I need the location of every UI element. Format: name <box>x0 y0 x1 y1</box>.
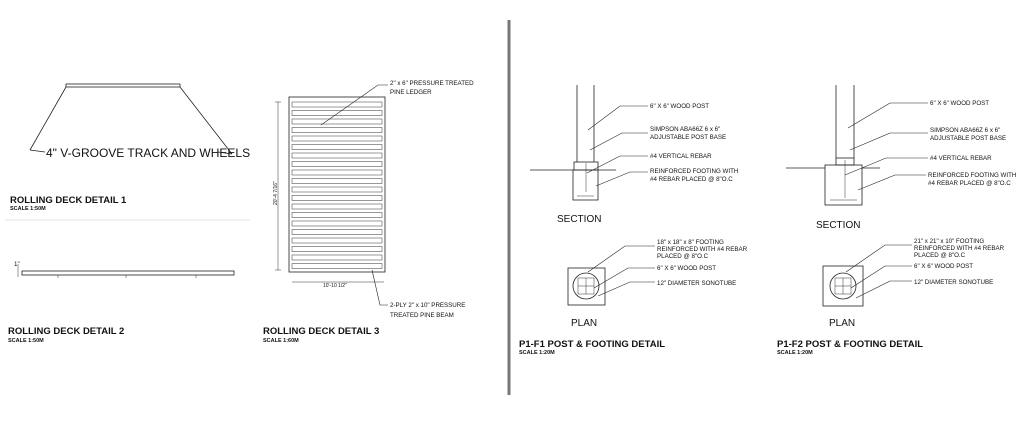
height-dim: 20'-4 7/16" <box>273 181 279 205</box>
right-slope <box>179 86 233 155</box>
svg-text:12" DIAMETER SONOTUBE: 12" DIAMETER SONOTUBE <box>914 279 993 286</box>
svg-text:PLACED @ 8"O.C: PLACED @ 8"O.C <box>914 252 966 259</box>
svg-text:PLACED @ 8"O.C: PLACED @ 8"O.C <box>657 253 709 260</box>
svg-text:18" x 18" x 8" FOOTING: 18" x 18" x 8" FOOTING <box>657 239 724 246</box>
svg-text:PINE LEDGER: PINE LEDGER <box>390 89 432 96</box>
detail-title: P1-F1 POST & FOOTING DETAIL <box>519 339 665 350</box>
height-dim: 1" <box>14 261 20 268</box>
deck-board <box>291 118 383 125</box>
deck-board <box>291 229 383 235</box>
deck-frame <box>288 96 386 273</box>
svg-text:SIMPSON ABA66Z 6 x 6": SIMPSON ABA66Z 6 x 6" <box>930 127 1000 134</box>
detail-scale: SCALE 1:20M <box>777 350 813 356</box>
rolling-deck-detail-2: 1" ROLLING DECK DETAIL 2 SCALE 1:50M <box>8 261 235 344</box>
sonotube-circle <box>829 272 857 300</box>
deck-board <box>291 161 383 167</box>
svg-text:REINFORCED FOOTING WITH: REINFORCED FOOTING WITH <box>650 168 738 175</box>
detail-title: P1-F2 POST & FOOTING DETAIL <box>777 339 923 350</box>
svg-text:TREATED PINE BEAM: TREATED PINE BEAM <box>390 312 454 319</box>
deck-board <box>291 101 383 108</box>
deck-board <box>291 169 383 176</box>
detail-scale: SCALE 1:60M <box>263 338 299 344</box>
deck-board <box>291 195 383 201</box>
svg-text:12" DIAMETER SONOTUBE: 12" DIAMETER SONOTUBE <box>657 280 736 287</box>
ledger-note: 2" x 6" PRESSURE TREATED <box>390 80 474 87</box>
beam-note: 2-PLY 2" x 10" PRESSURE <box>390 302 465 309</box>
sonotube-circle <box>572 272 600 300</box>
width-dim: 10'-10 1/2" <box>323 283 347 289</box>
deck-edge <box>65 83 181 88</box>
section-label: SECTION <box>816 220 860 231</box>
svg-text:6" X 6" WOOD POST: 6" X 6" WOOD POST <box>930 100 989 107</box>
deck-board <box>291 254 383 261</box>
footing-plan <box>822 265 864 307</box>
joists <box>291 101 383 269</box>
deck-board <box>291 246 383 252</box>
deck-board <box>291 237 383 244</box>
left-slope <box>29 86 67 151</box>
detail-title: ROLLING DECK DETAIL 1 <box>10 195 127 206</box>
svg-text:6" X 6" WOOD POST: 6" X 6" WOOD POST <box>650 103 709 110</box>
svg-text:REINFORCED WITH #4 REBAR: REINFORCED WITH #4 REBAR <box>914 245 1005 252</box>
svg-text:#4 REBAR PLACED @ 8"O.C: #4 REBAR PLACED @ 8"O.C <box>650 176 733 183</box>
beam-leader <box>371 269 388 306</box>
post-footing-detail-f2: SECTION 6" X 6" WOOD POST SIMPSON ABA66Z… <box>777 85 1016 356</box>
deck-board <box>291 186 383 193</box>
svg-text:#4 VERTICAL REBAR: #4 VERTICAL REBAR <box>650 153 712 160</box>
svg-text:REINFORCED FOOTING WITH: REINFORCED FOOTING WITH <box>928 172 1016 179</box>
svg-text:ADJUSTABLE POST BASE: ADJUSTABLE POST BASE <box>930 135 1006 142</box>
deck-board <box>291 203 383 210</box>
svg-text:6" X 6" WOOD POST: 6" X 6" WOOD POST <box>657 265 716 272</box>
deck-board <box>291 178 383 184</box>
deck-board <box>291 135 383 142</box>
footing <box>572 169 599 201</box>
svg-text:21" x 21" x 10" FOOTING: 21" x 21" x 10" FOOTING <box>914 238 984 245</box>
svg-text:#4 VERTICAL REBAR: #4 VERTICAL REBAR <box>930 155 992 162</box>
deck-board <box>291 144 383 150</box>
detail-scale: SCALE 1:50M <box>8 338 44 344</box>
ledger-leader <box>320 84 388 126</box>
section-label: SECTION <box>557 214 601 225</box>
track-note: 4" V-GROOVE TRACK AND WHEELS <box>46 146 250 160</box>
plan-label: PLAN <box>829 318 855 329</box>
deck-board <box>291 152 383 159</box>
deck-board <box>291 127 383 133</box>
rolling-deck-detail-1: 4" V-GROOVE TRACK AND WHEELS ROLLING DEC… <box>10 83 250 212</box>
detail-title: ROLLING DECK DETAIL 3 <box>263 326 379 337</box>
detail-scale: SCALE 1:50M <box>10 206 46 212</box>
rolling-deck-detail-3: 20'-4 7/16" 10'-10 1/2" 2" x 6" PRESSURE… <box>263 80 474 344</box>
deck-board <box>291 220 383 227</box>
deck-board <box>291 110 383 116</box>
footing-plan <box>567 267 606 306</box>
detail-scale: SCALE 1:20M <box>519 350 555 356</box>
svg-text:SIMPSON ABA66Z 6 x 6": SIMPSON ABA66Z 6 x 6" <box>650 126 720 133</box>
detail-title: ROLLING DECK DETAIL 2 <box>8 326 124 337</box>
svg-text:6" X 6" WOOD POST: 6" X 6" WOOD POST <box>914 263 973 270</box>
svg-text:REINFORCED WITH #4 REBAR: REINFORCED WITH #4 REBAR <box>657 246 748 253</box>
svg-text:#4 REBAR PLACED @ 8"O.C: #4 REBAR PLACED @ 8"O.C <box>928 180 1011 187</box>
post-footing-detail-f1: SECTION 6" X 6" WOOD POST SIMPSON ABA66Z… <box>519 85 748 356</box>
plan-label: PLAN <box>571 318 597 329</box>
svg-text:ADJUSTABLE POST BASE: ADJUSTABLE POST BASE <box>650 134 726 141</box>
deck-board <box>291 263 383 269</box>
deck-board <box>291 212 383 218</box>
deck-profile <box>21 270 235 276</box>
footing <box>824 164 863 206</box>
